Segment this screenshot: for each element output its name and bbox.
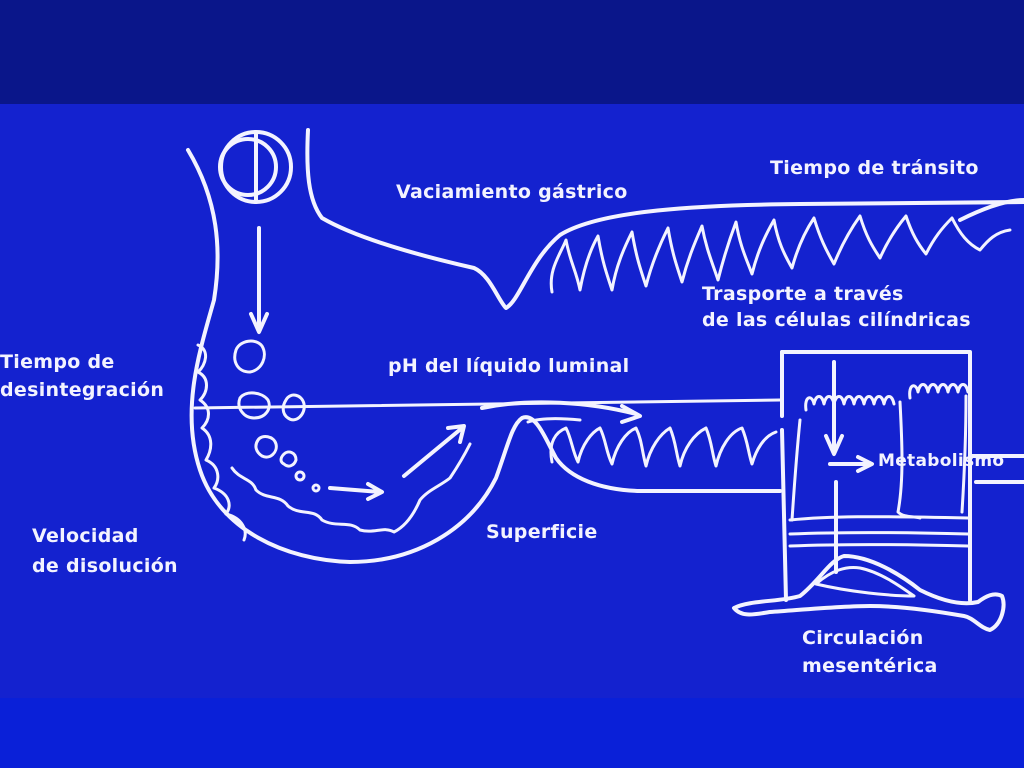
- stomach-mucosa-lower: [230, 442, 472, 534]
- label-metabolism: Metabolismo: [878, 451, 1005, 471]
- flow-arrow-3-shaft: [480, 400, 638, 416]
- particle-small-1: [254, 435, 278, 459]
- inset-cell-right-border: [960, 394, 968, 514]
- flow-arrow-2-head: [446, 424, 466, 444]
- stomach-mucosa: [196, 343, 247, 542]
- label-transport-line1: Trasporte a través: [702, 283, 904, 305]
- label-circulation-line2: mesentérica: [802, 655, 938, 677]
- lower-villi: [549, 426, 778, 468]
- label-dissolution-line2: de disolución: [32, 555, 178, 577]
- basement-line-1: [788, 515, 970, 522]
- label-transport-line2: de las células cilíndricas: [702, 309, 971, 331]
- flow-arrow-2-shaft: [402, 426, 464, 478]
- stomach-outer-wall: [186, 148, 782, 564]
- particle-medium-1: [237, 391, 271, 420]
- intestine-upper-lower-edge: [958, 198, 1024, 222]
- metabolism-arrow-head: [856, 455, 874, 473]
- mesenteric-vessel-inner: [814, 566, 916, 598]
- lower-intestine-upper-edge: [526, 417, 582, 424]
- flow-arrow-1-shaft: [328, 486, 382, 494]
- mesenteric-vessel-outer: [732, 554, 1006, 632]
- particle-tiny-1: [294, 470, 306, 482]
- basement-line-3: [788, 543, 970, 548]
- flow-arrow-3-head: [620, 404, 642, 424]
- flow-arrow-1-head: [366, 482, 384, 501]
- inset-cell-left-border: [790, 418, 802, 522]
- label-surface: Superficie: [486, 521, 598, 543]
- particle-medium-2: [281, 393, 306, 422]
- cell-inset-right-exit: [968, 454, 1024, 484]
- label-dissolution-line1: Velocidad: [32, 525, 139, 547]
- stomach-inner-wall: [305, 128, 1024, 310]
- cell-inset-box: [780, 350, 972, 602]
- label-disintegration-line2: desintegración: [0, 379, 165, 401]
- label-circulation-line1: Circulación: [802, 627, 924, 649]
- inset-arrow-head: [824, 434, 844, 456]
- label-gastric-emptying: Vaciamiento gástrico: [396, 181, 628, 203]
- label-disintegration-line1: Tiempo de: [0, 351, 115, 373]
- basement-line-2: [788, 531, 970, 536]
- tablet-inner-circle: [218, 137, 278, 197]
- label-luminal-ph: pH del líquido luminal: [388, 355, 630, 377]
- particle-large: [233, 339, 266, 374]
- fluid-line: [193, 398, 782, 410]
- particle-small-2: [279, 450, 298, 468]
- label-transit-time: Tiempo de tránsito: [770, 157, 979, 179]
- upper-villi: [549, 214, 1012, 294]
- particle-tiny-2: [311, 483, 321, 493]
- cell-inset-left: [780, 350, 788, 602]
- tablet-arrow-head: [249, 312, 269, 334]
- inset-microvilli: [804, 383, 970, 412]
